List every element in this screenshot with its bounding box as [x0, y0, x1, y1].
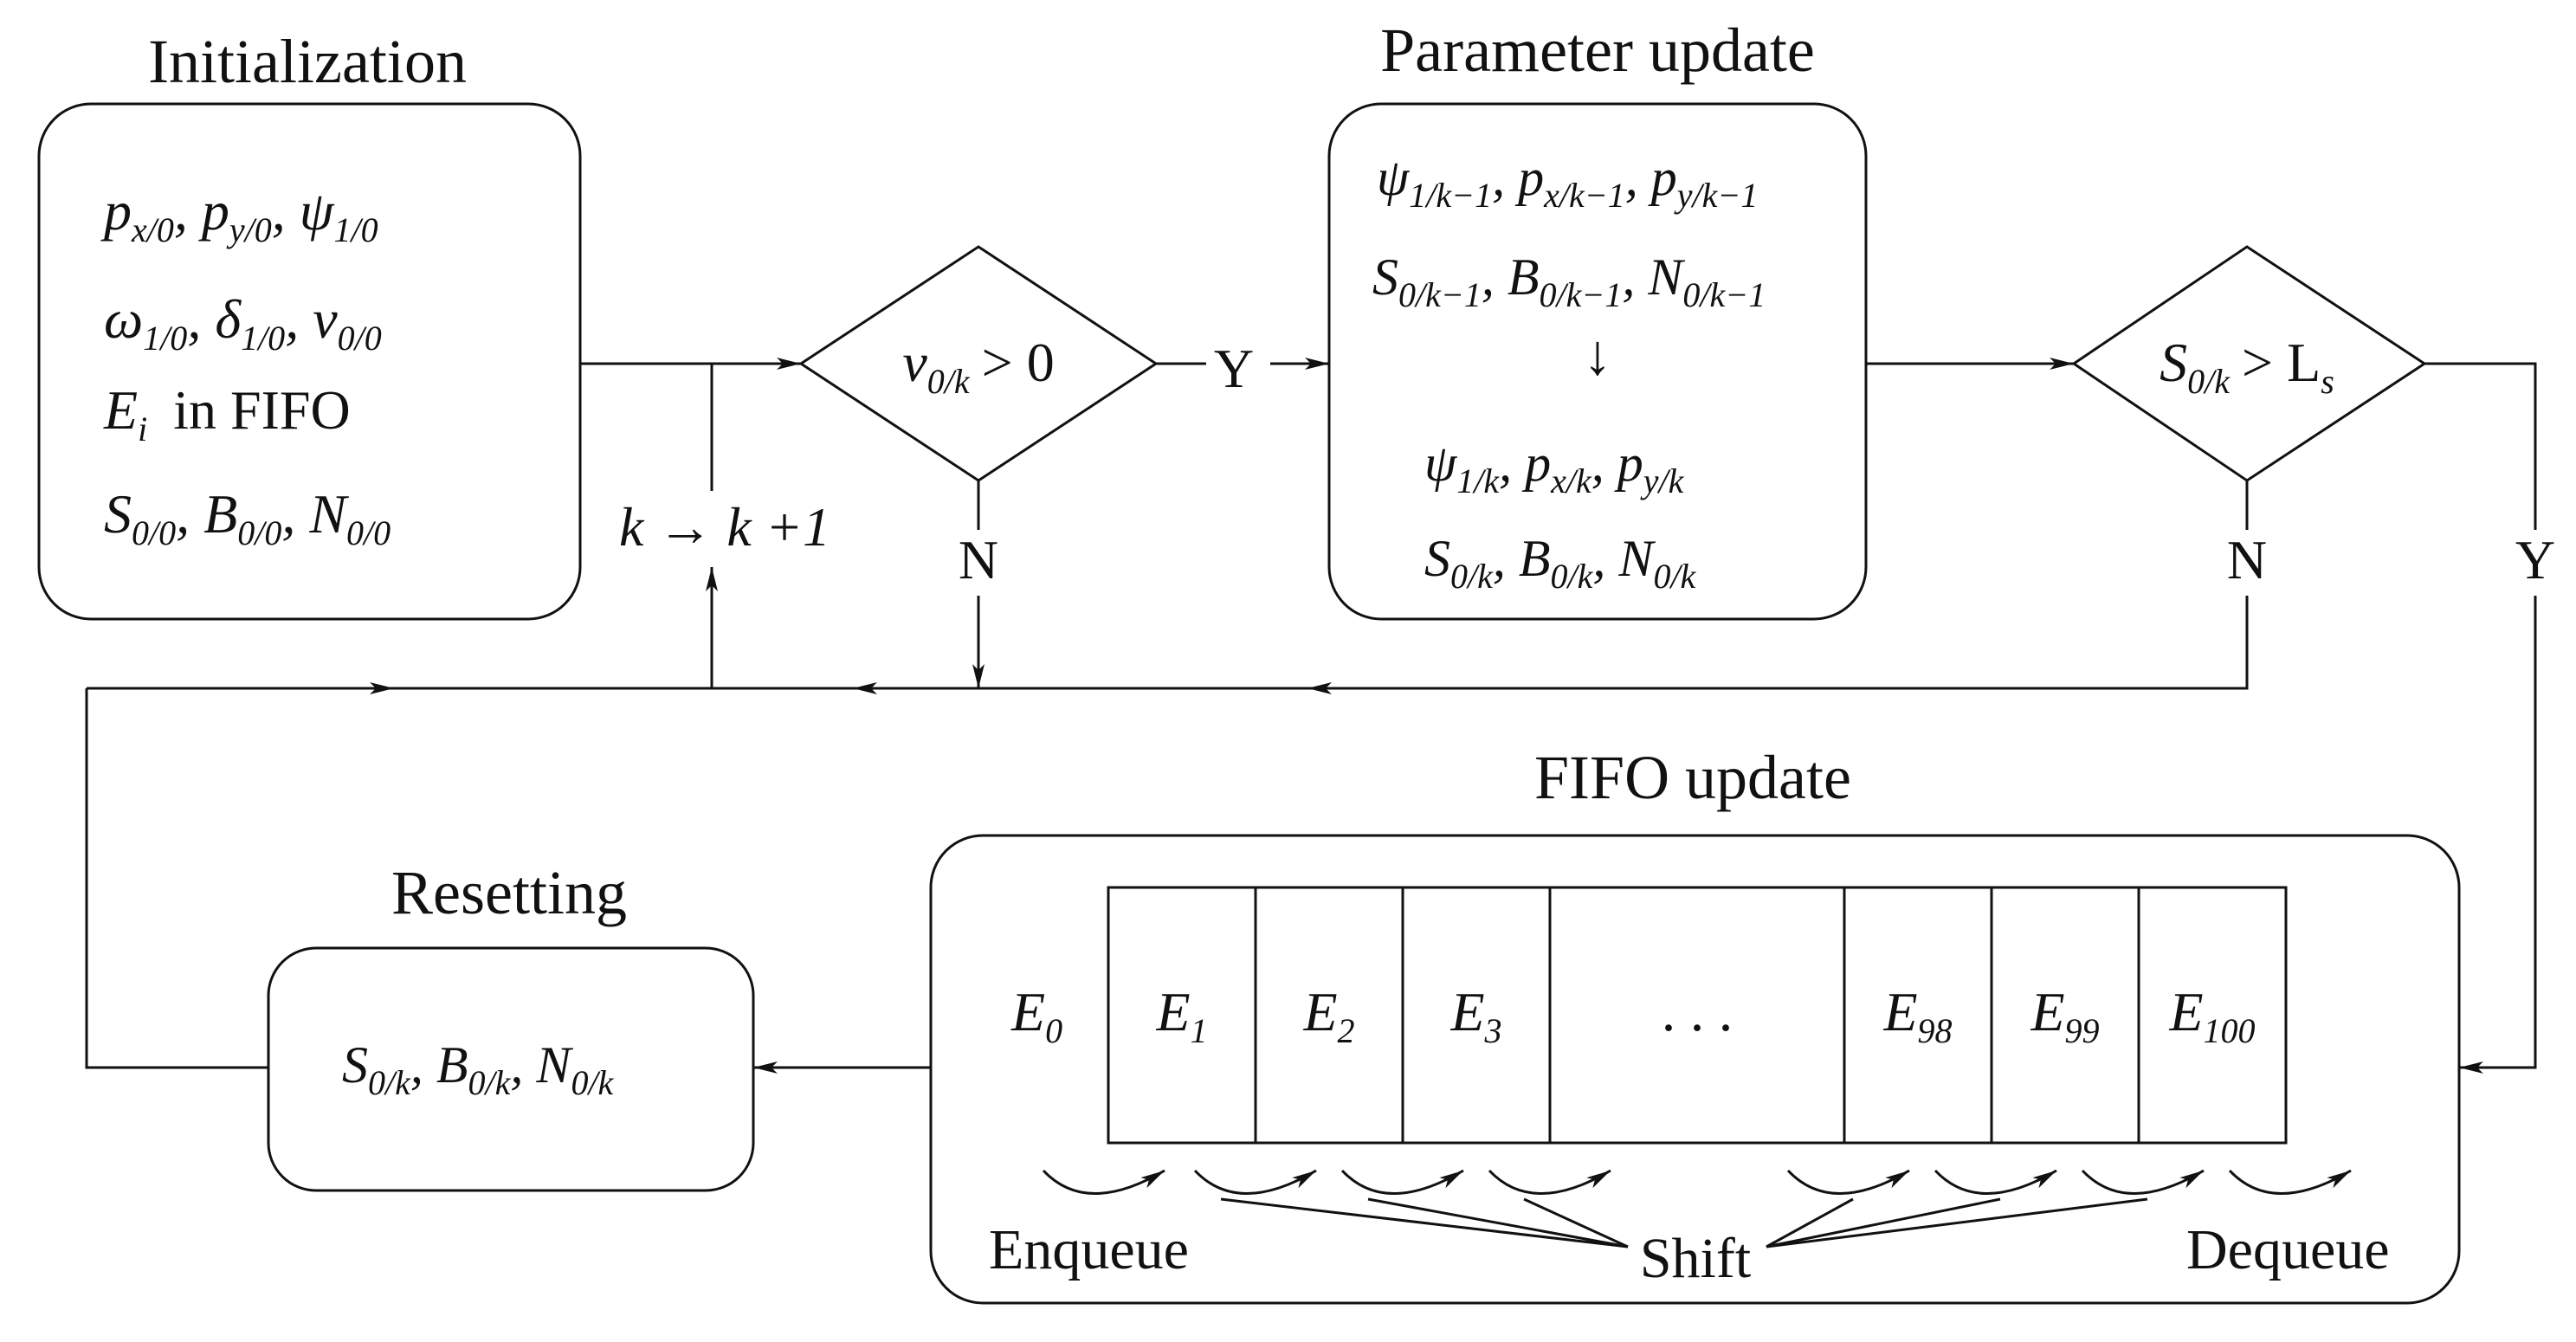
decision-threshold-no: N	[2227, 529, 2267, 590]
fifo-shift-arc	[1193, 1169, 1317, 1195]
param-line-4: S0/k, B0/k, N0/k	[1424, 530, 1697, 596]
fifo-cell: E2	[1302, 981, 1354, 1050]
parameter-update-title: Parameter update	[1380, 16, 1815, 85]
resetting-line-1: S0/k, B0/k, N0/k	[342, 1036, 615, 1102]
resetting-title: Resetting	[391, 858, 627, 927]
decision-velocity-no: N	[959, 529, 998, 590]
initialization-box	[37, 102, 582, 621]
fifo-entry-outside: E0	[1010, 981, 1062, 1050]
fifo-shift-arc	[1340, 1169, 1464, 1195]
fifo-shift-label: Shift	[1640, 1227, 1751, 1290]
param-line-1: ψ1/k−1, px/k−1, py/k−1	[1377, 149, 1758, 215]
decision-velocity-condition: v0/k> 0	[902, 332, 1054, 401]
iteration-counter-label: k → k +1	[619, 496, 830, 558]
connector-reset-to-loop	[85, 688, 268, 1069]
fifo-cells: E1 E2 E3 . . . E98 E99 E100	[1155, 887, 2256, 1143]
fifo-update-title: FIFO update	[1534, 743, 1851, 812]
fifo-shift-pointer	[1766, 1197, 2001, 1248]
fifo-shift-arc	[1488, 1169, 1611, 1195]
fifo-shift-arc	[2228, 1169, 2352, 1195]
fifo-cell: E100	[2168, 981, 2255, 1050]
fifo-shift-pointer	[1766, 1197, 2148, 1248]
fifo-cell: E3	[1449, 981, 1501, 1050]
fifo-shift-pointer	[1523, 1197, 1629, 1248]
param-down-arrow: ↓	[1584, 324, 1612, 387]
fifo-cell: E99	[2030, 981, 2099, 1050]
fifo-shift-pointer	[1367, 1197, 1629, 1248]
parameter-update-box	[1327, 102, 1868, 621]
fifo-shift-pointer	[1766, 1197, 1854, 1248]
connector-decision2-yes	[2424, 362, 2537, 530]
param-line-2: S0/k−1, B0/k−1, N0/k−1	[1372, 248, 1766, 314]
decision-threshold-yes: Y	[2515, 529, 2555, 590]
decision-velocity	[798, 245, 1159, 482]
fifo-shift-arc	[1786, 1169, 1910, 1195]
fifo-cell: E98	[1882, 981, 1952, 1050]
initialization-title: Initialization	[148, 27, 467, 96]
fifo-shift-arc	[1934, 1169, 2057, 1195]
resetting-box	[267, 946, 755, 1192]
connector-decision2-no-return	[1307, 596, 2249, 694]
param-line-3: ψ1/k, px/k, py/k	[1424, 435, 1685, 500]
fifo-shift-pointer	[1220, 1197, 1629, 1248]
init-line-2: ω1/0, δ1/0, v0/0	[104, 288, 382, 358]
connector-decision2-yes-down	[2459, 596, 2537, 1074]
decision-velocity-yes: Y	[1214, 338, 1254, 399]
fifo-cell-ellipsis: . . .	[1662, 980, 1733, 1043]
fifo-shift-arc	[2081, 1169, 2205, 1195]
fifo-queue	[1107, 886, 2288, 1145]
fifo-dequeue-label: Dequeue	[2186, 1218, 2390, 1281]
fifo-enqueue-label: Enqueue	[989, 1218, 1189, 1281]
fifo-shift-arc	[1042, 1169, 1165, 1195]
init-line-1: px/0, py/0, ψ1/0	[100, 180, 378, 249]
connectors	[85, 358, 2537, 1074]
init-line-4: S0/0, B0/0, N0/0	[104, 483, 391, 552]
fifo-shift-arcs	[1042, 1169, 2352, 1248]
fifo-cell: E1	[1155, 981, 1207, 1050]
decision-threshold-condition: S0/k> Ls	[2160, 332, 2334, 401]
